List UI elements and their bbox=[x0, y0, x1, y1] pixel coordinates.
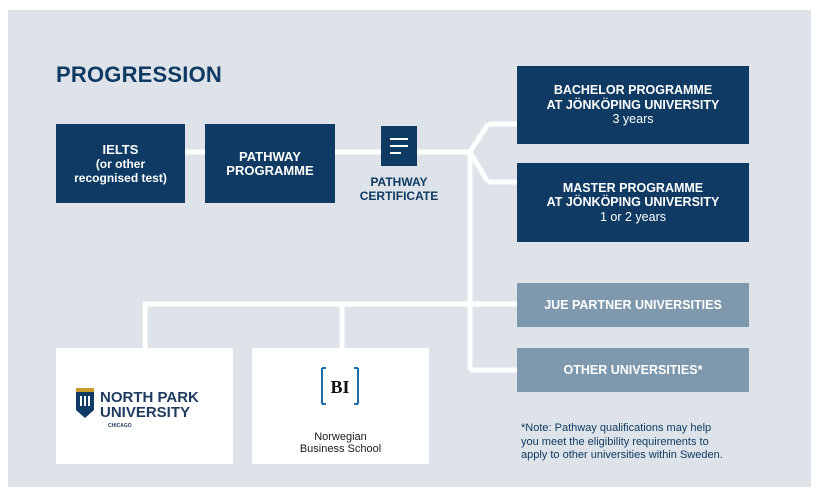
page-title: PROGRESSION bbox=[56, 62, 223, 87]
document-icon bbox=[381, 126, 417, 166]
footnote-line-1: *Note: Pathway qualifications may help bbox=[521, 422, 712, 434]
north-park-university-logo: NORTH PARK UNIVERSITY CHICAGO bbox=[56, 348, 233, 464]
bi-logo-line-2: Business School bbox=[299, 443, 382, 455]
pathway-label-2: PROGRAMME bbox=[226, 162, 314, 178]
other-universities-label: OTHER UNIVERSITIES* bbox=[563, 363, 703, 377]
bi-business-school-logo: BI Norwegian Business School bbox=[252, 348, 429, 464]
master-label-2: AT JÖNKÖPING UNIVERSITY bbox=[546, 195, 720, 210]
pathway-label-1: PATHWAY bbox=[239, 148, 301, 164]
partner-universities-box: JUE PARTNER UNIVERSITIES bbox=[517, 283, 749, 327]
footnote-line-2: you meet the eligibility requirements to bbox=[521, 435, 709, 448]
bachelor-years: 3 years bbox=[612, 112, 654, 127]
master-years: 1 or 2 years bbox=[599, 209, 666, 224]
npu-logo-line-1: NORTH PARK bbox=[100, 389, 199, 406]
bi-mark-text: BI bbox=[330, 377, 349, 397]
bachelor-label-1: BACHELOR PROGRAMME bbox=[553, 83, 713, 98]
bi-logo-line-1: Norwegian bbox=[314, 431, 367, 443]
certificate-label: PATHWAY CERTIFICATE bbox=[353, 175, 445, 203]
footnote: *Note: Pathway qualifications may help y… bbox=[521, 422, 771, 463]
partner-universities-label: JUE PARTNER UNIVERSITIES bbox=[544, 298, 722, 312]
certificate-label-1: PATHWAY bbox=[370, 175, 428, 189]
certificate-label-2: CERTIFICATE bbox=[359, 189, 439, 203]
npu-logo-line-3: CHICAGO bbox=[108, 423, 132, 429]
master-label-1: MASTER PROGRAMME bbox=[562, 180, 704, 195]
pathway-programme-box: PATHWAY PROGRAMME bbox=[205, 124, 335, 203]
footnote-line-3: apply to other universities within Swede… bbox=[521, 449, 723, 461]
npu-logo-line-2: UNIVERSITY bbox=[100, 404, 190, 421]
bachelor-label-2: AT JÖNKÖPING UNIVERSITY bbox=[546, 97, 720, 112]
ielts-box: IELTS (or other recognised test) bbox=[56, 124, 185, 203]
ielts-sub-label-1: (or other bbox=[95, 156, 146, 171]
bi-mark-icon: BI bbox=[321, 367, 359, 405]
ielts-sub-label-2: recognised test) bbox=[74, 170, 167, 185]
north-park-crest-icon: NORTH PARK UNIVERSITY CHICAGO bbox=[76, 388, 199, 429]
master-programme-box: MASTER PROGRAMME AT JÖNKÖPING UNIVERSITY… bbox=[517, 163, 749, 242]
bi-logo-caption: Norwegian Business School bbox=[252, 431, 429, 455]
ielts-label: IELTS bbox=[102, 141, 139, 157]
bachelor-programme-box: BACHELOR PROGRAMME AT JÖNKÖPING UNIVERSI… bbox=[517, 66, 749, 144]
other-universities-box: OTHER UNIVERSITIES* bbox=[517, 348, 749, 392]
